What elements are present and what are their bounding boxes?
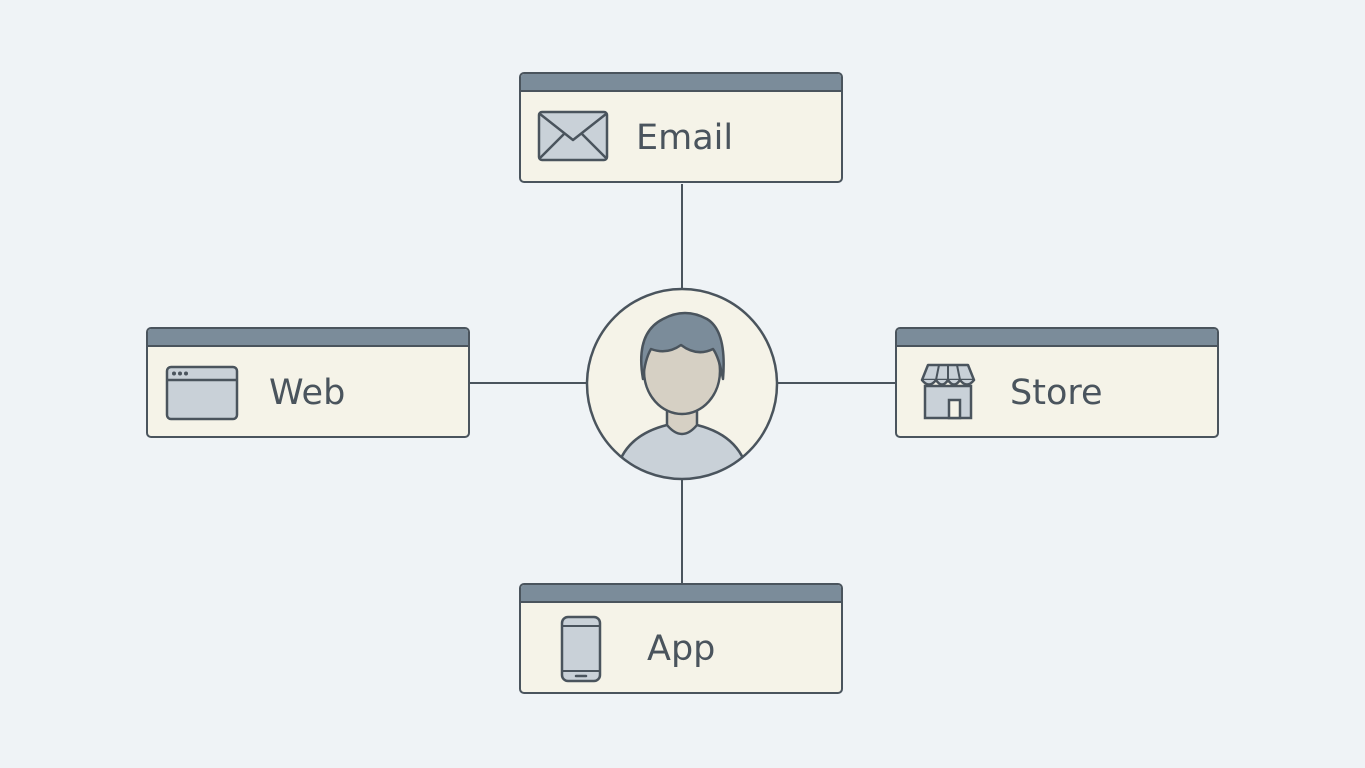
card-header-bar (148, 329, 468, 347)
channel-card-email: Email (519, 72, 843, 183)
channel-card-web: Web (146, 327, 470, 438)
smartphone-icon (560, 615, 602, 683)
card-header-bar (897, 329, 1217, 347)
channel-label-web: Web (269, 373, 346, 413)
card-header-bar (521, 74, 841, 92)
channel-label-store: Store (1010, 373, 1103, 413)
channel-card-app: App (519, 583, 843, 694)
channel-label-email: Email (636, 118, 734, 158)
envelope-icon (537, 110, 609, 162)
channel-label-app: App (647, 629, 716, 669)
user-avatar-icon (585, 287, 779, 481)
card-header-bar (521, 585, 841, 603)
channel-card-store: Store (895, 327, 1219, 438)
storefront-icon (920, 363, 976, 420)
browser-window-icon (165, 365, 239, 421)
